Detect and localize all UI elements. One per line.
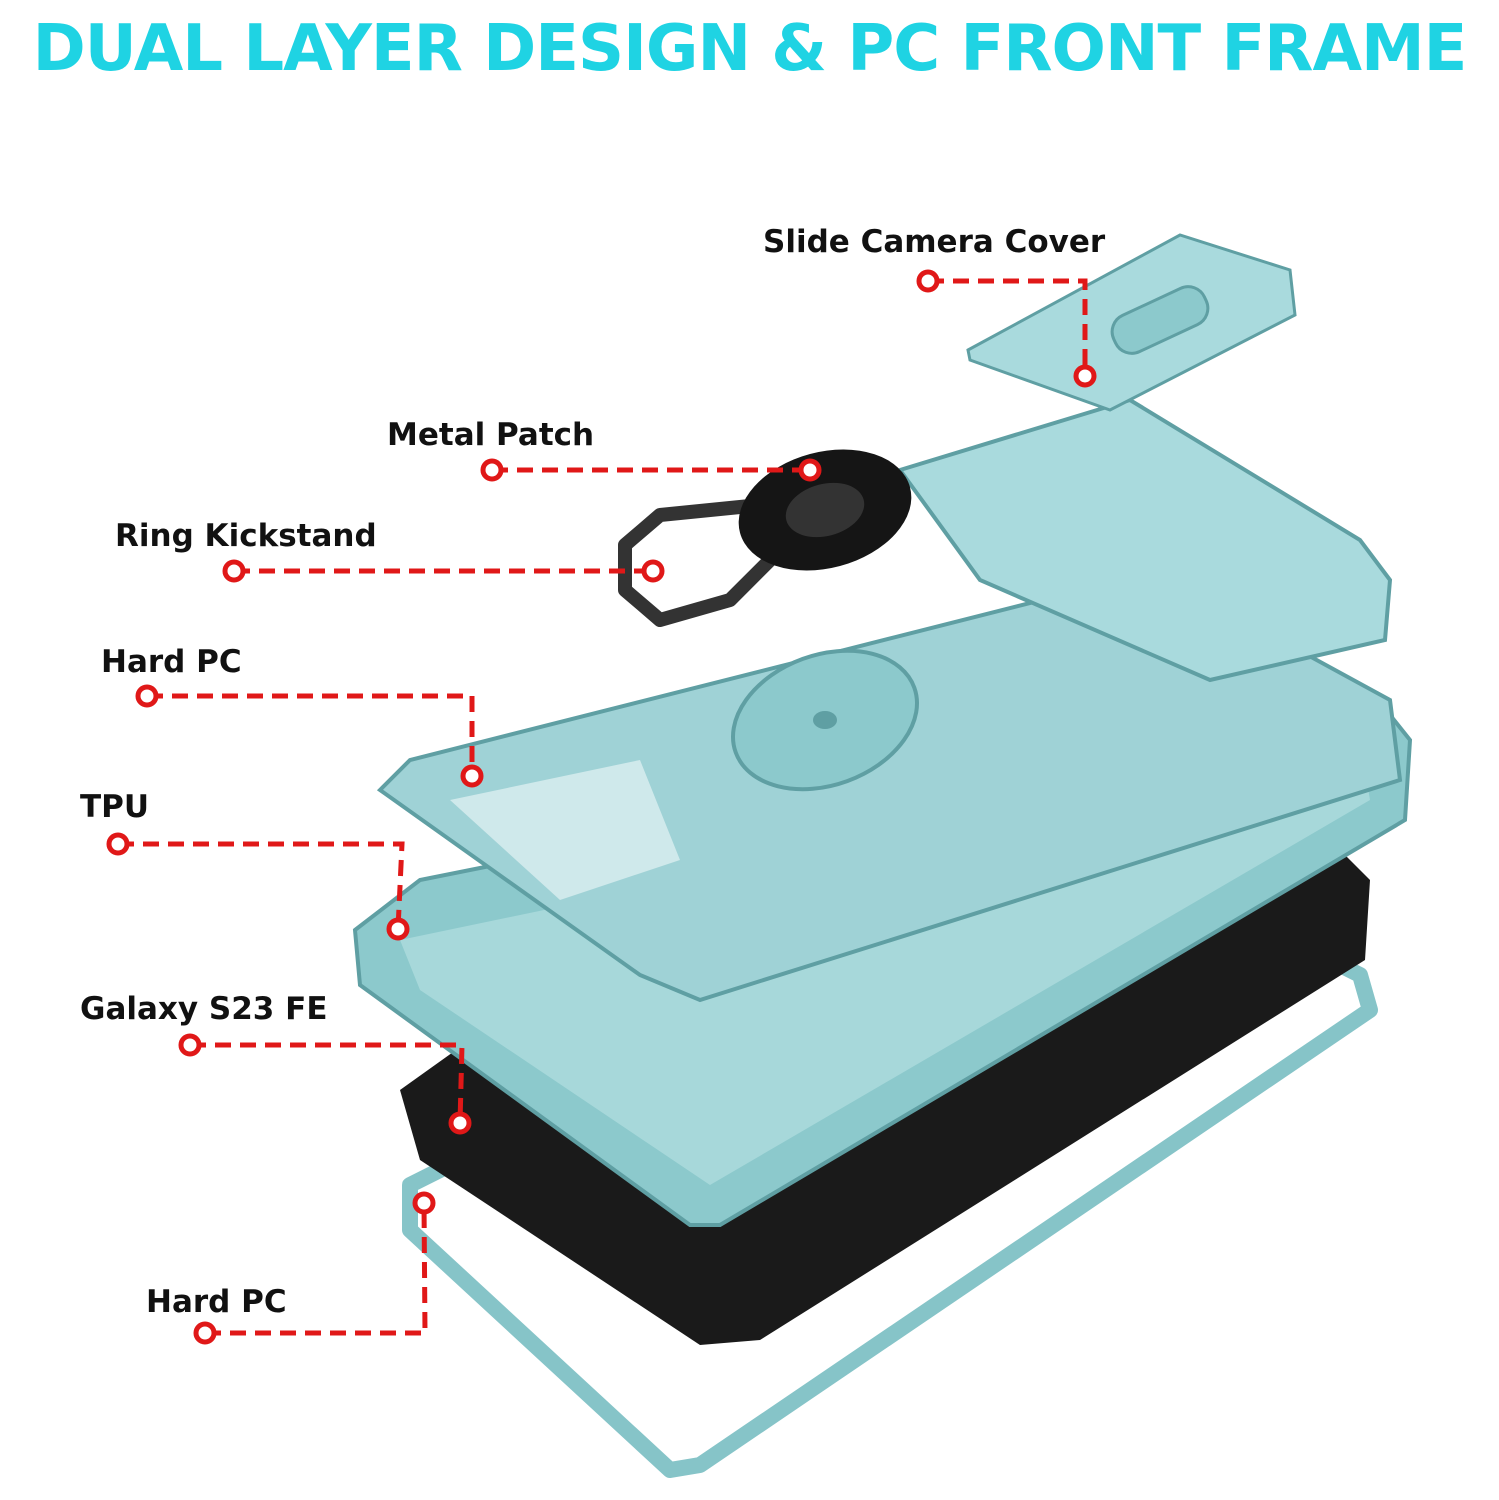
leader-tpu	[118, 841, 405, 930]
label-ring-kickstand: Ring Kickstand	[115, 518, 377, 554]
hard-pc-frame	[376, 557, 1403, 1003]
leader-slide-camera-cover	[928, 278, 1088, 376]
label-metal-patch: Metal Patch	[387, 417, 595, 453]
ring-kickstand	[618, 498, 797, 627]
hard-pc-cutout	[450, 760, 680, 900]
label-tpu: TPU	[80, 789, 150, 825]
leader-hard-pc-front	[205, 1202, 428, 1336]
label-hard-pc-back: Hard PC	[101, 644, 242, 680]
label-hard-pc-front: Hard PC	[146, 1284, 287, 1320]
leader-lines	[106, 269, 1097, 1345]
leader-galaxy	[190, 1042, 465, 1124]
label-phone-model: Galaxy S23 FE	[80, 991, 328, 1027]
page-title: DUAL LAYER DESIGN & PC FRONT FRAME	[32, 12, 1468, 86]
leader-hard-pc-back	[147, 693, 475, 776]
label-slide-camera-cover: Slide Camera Cover	[763, 224, 1106, 260]
camera-section	[896, 397, 1393, 683]
cover-slider	[1110, 285, 1210, 355]
